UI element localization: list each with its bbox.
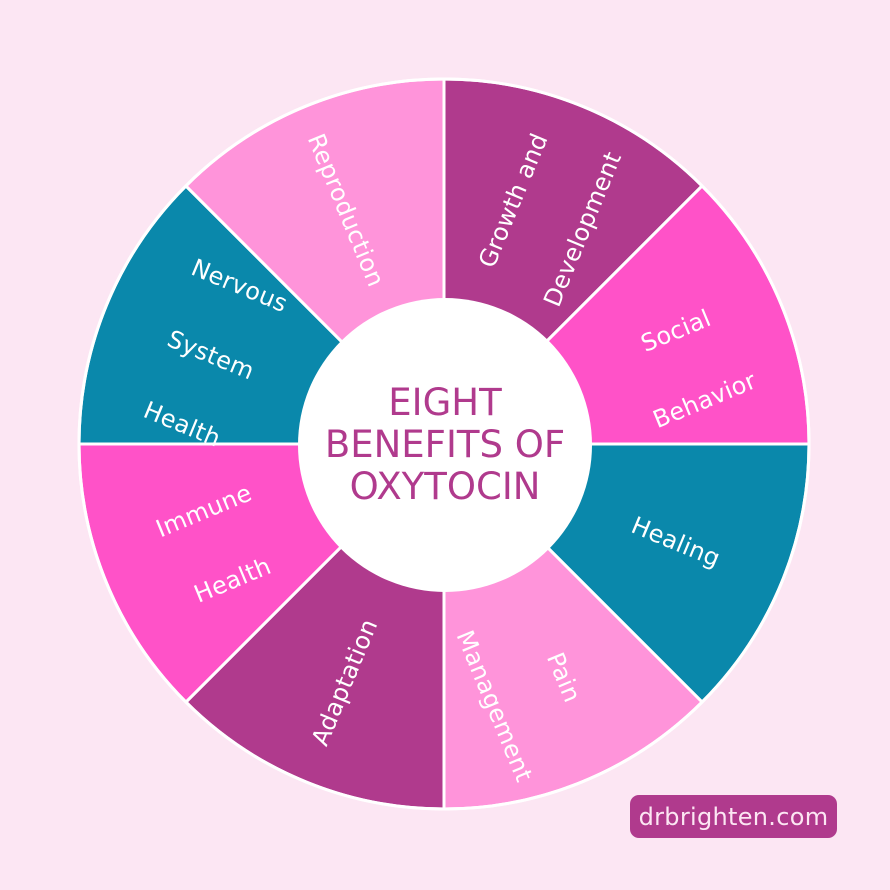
- label-line: Healing: [626, 510, 724, 573]
- label-line: System: [162, 324, 258, 385]
- title-line: EIGHT: [388, 381, 502, 424]
- label-line: Health: [189, 551, 275, 609]
- center-circle: [298, 298, 592, 592]
- label-line: Social: [636, 303, 715, 358]
- label-line: Development: [537, 147, 627, 311]
- label-line: Health: [139, 395, 225, 453]
- title-line: OXYTOCIN: [349, 465, 541, 508]
- label-line: Behavior: [648, 366, 760, 434]
- label-line: Nervous: [186, 252, 292, 318]
- label-line: Adaptation: [306, 614, 384, 750]
- title-line: BENEFITS OF: [324, 423, 566, 466]
- wheel-outer-ring: [77, 77, 811, 811]
- label-line: Growth and: [472, 129, 554, 272]
- website-link-text: drbrighten.com: [638, 802, 829, 831]
- label-line: Management: [450, 626, 538, 786]
- label-line: Reproduction: [301, 129, 390, 291]
- website-badge: drbrighten.com: [630, 795, 837, 838]
- center-title: EIGHT BENEFITS OF OXYTOCIN: [298, 298, 592, 592]
- label-line: Pain: [540, 648, 586, 707]
